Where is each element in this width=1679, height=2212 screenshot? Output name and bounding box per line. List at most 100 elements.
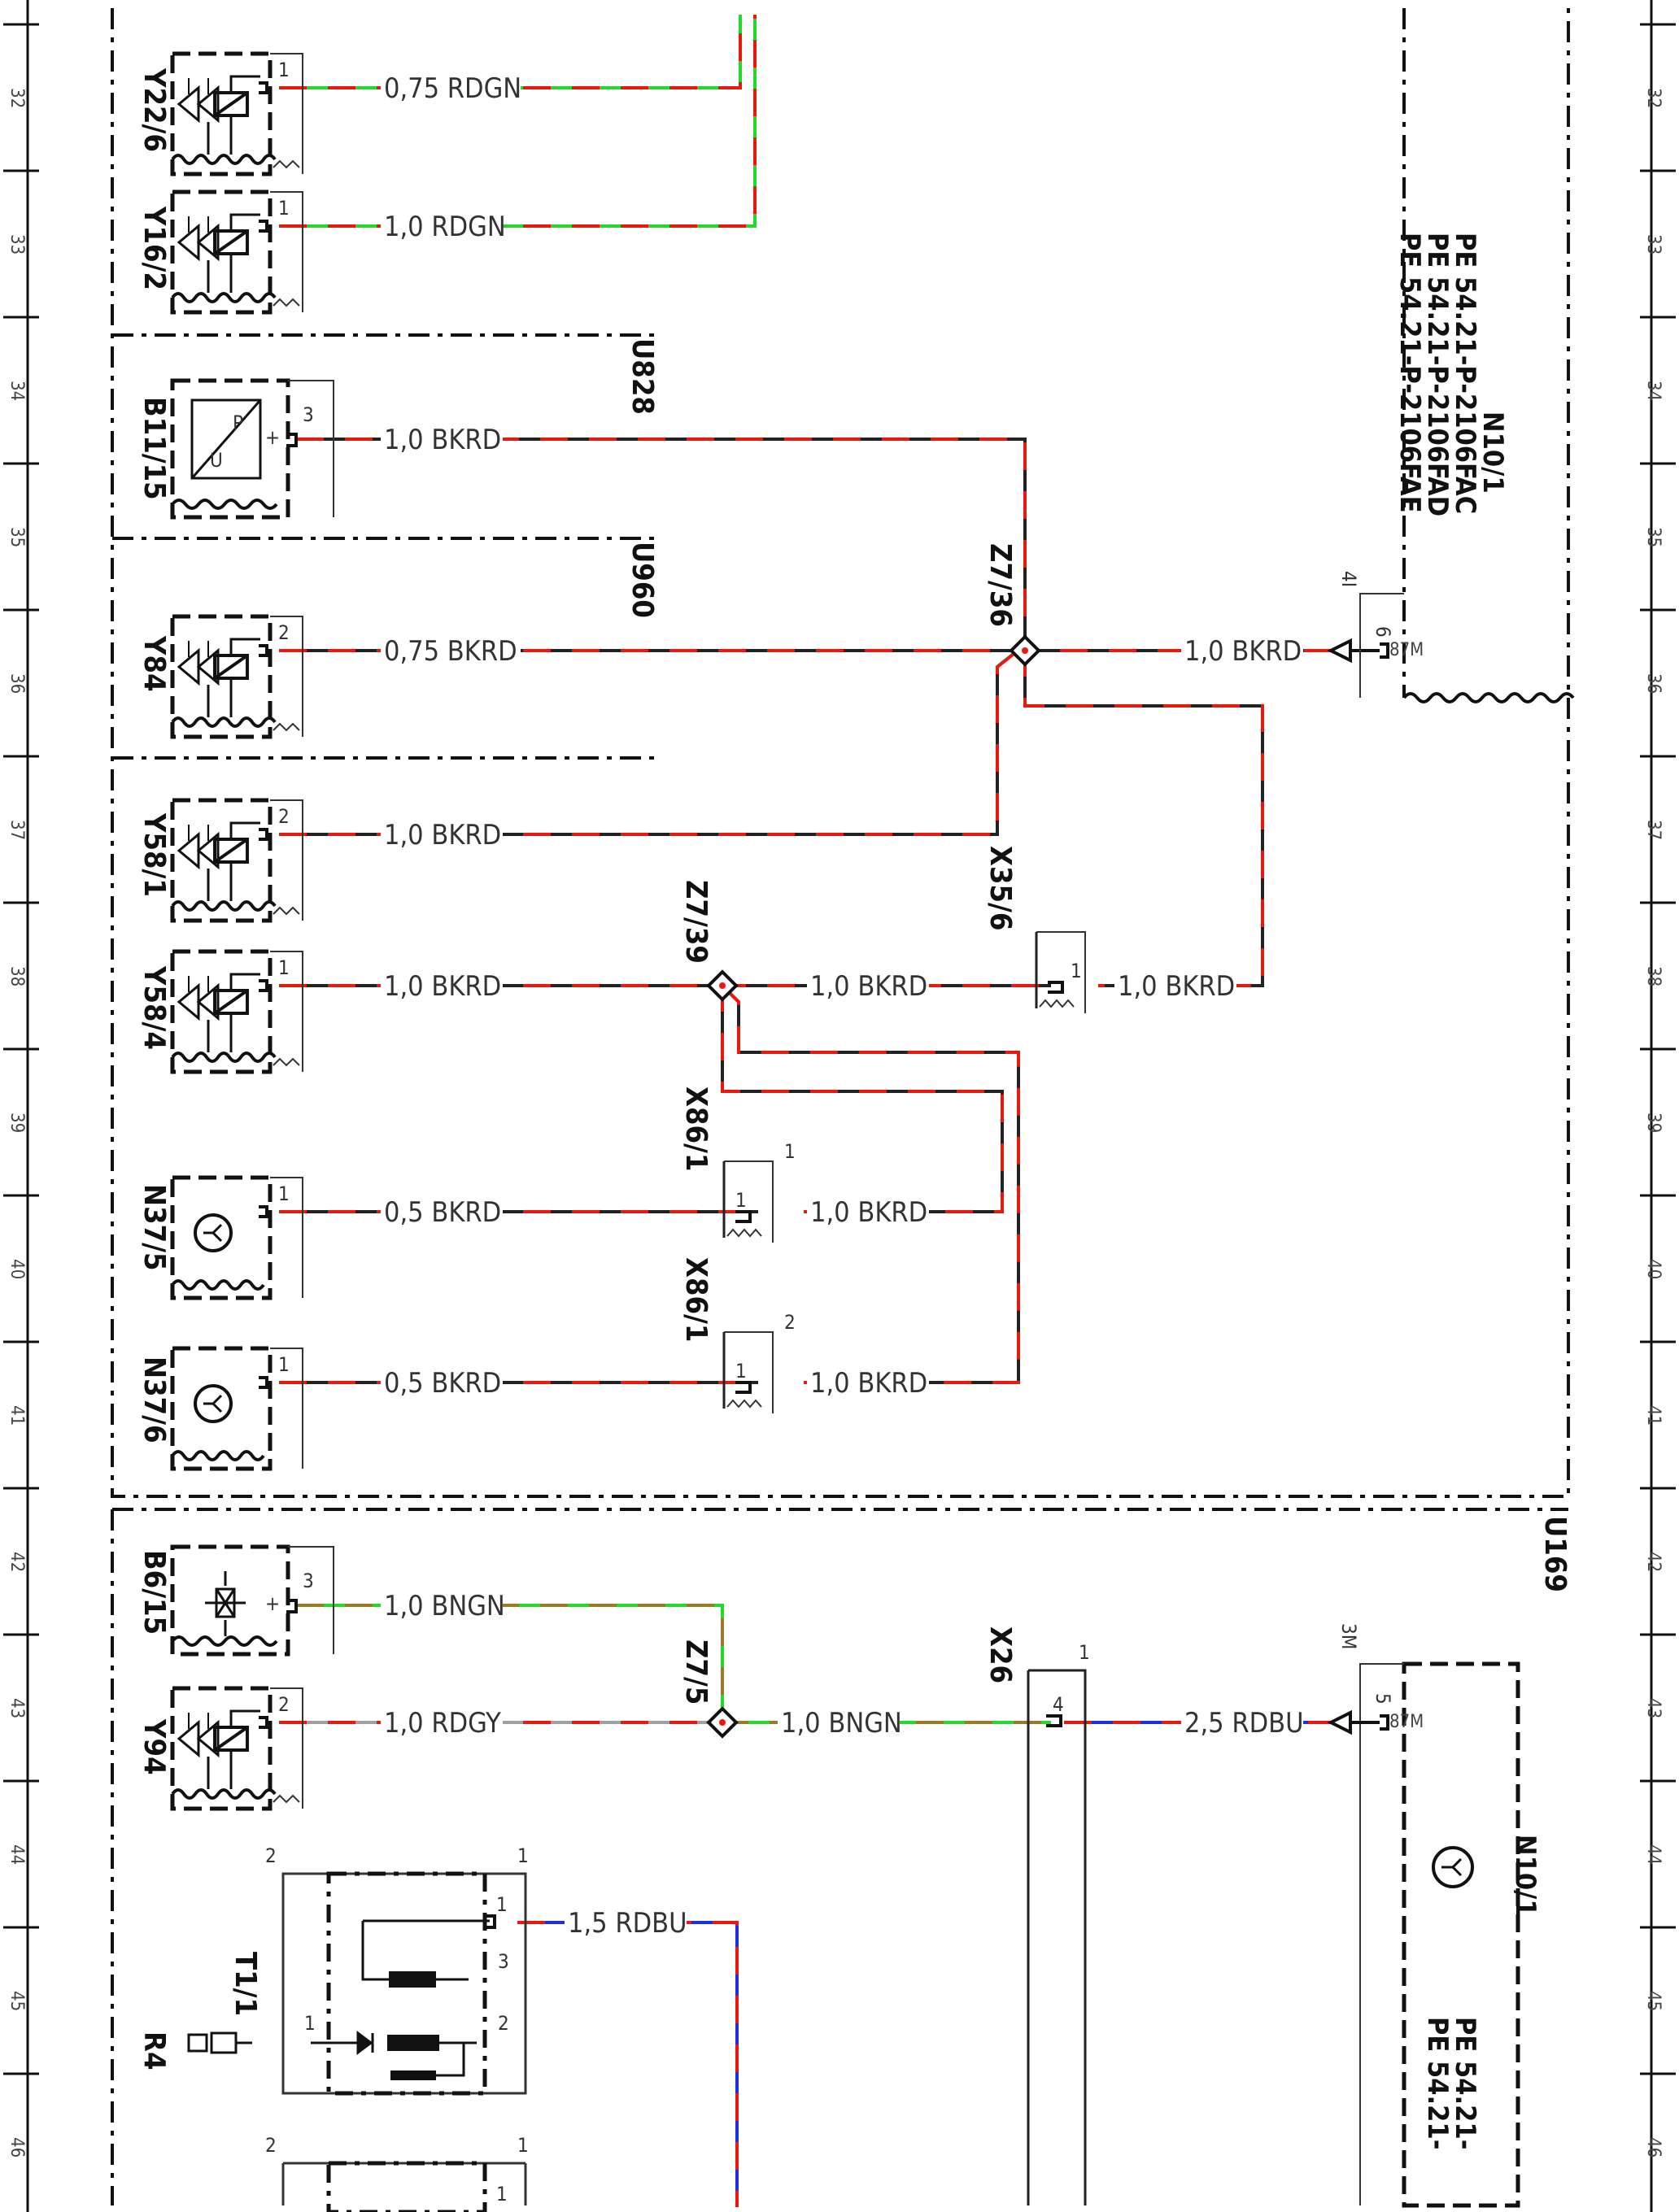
row-number: 32 [1643,88,1664,108]
row-number: 35 [7,527,27,547]
pin-label: 1 [1079,1641,1090,1664]
row-number: 44 [1643,1844,1664,1865]
connector-x86-1-b: X86/1 2 1 [679,1257,796,1415]
component-y84: Y84 2 [137,616,303,737]
splice-z7-36: Z7/36 [983,543,1040,666]
pin-label: 1 [496,2183,508,2205]
wire-label: 1,0 BKRD [810,970,927,1003]
splice-label: Z7/39 [679,880,713,964]
component-n37-5: 1 N37/5 [137,1175,303,1300]
wire-label: 1,0 BKRD [810,1196,927,1229]
wire-label: 2,5 RDBU [1184,1707,1304,1740]
terminal-label: 87M [1389,1712,1424,1732]
pin-label: 1 [278,197,290,220]
wire-label: 1,0 BKRD [1184,635,1302,668]
component-t1-1: 2 1 1 3 2 1 T1/1 [229,1844,529,2096]
pin-label: 4I [1337,571,1360,587]
wire-label: 0,75 RDGN [384,72,521,105]
module-n10-1-top-terminal: 87M 4I 6 [1327,571,1575,703]
wires [279,15,1352,2207]
pin-label: 1 [278,59,290,81]
pin-label: 1 [517,1844,529,1867]
row-number: 42 [7,1552,27,1572]
pin-label: 1 [517,2134,529,2157]
sensor-letter: U [210,449,223,472]
component-label: Y58/4 [137,965,171,1050]
connector-x35-6: X35/6 1 [983,846,1087,1015]
wire-labels: 0,75 RDGN 1,0 RDGN 1,0 BKRD 0,75 BKRD 1,… [381,72,1304,1940]
pin-label: 2 [278,1693,290,1716]
pin-label: 2 [498,2012,509,2035]
component-label: Y58/1 [137,812,171,897]
row-number: 36 [1643,673,1664,694]
component-label: Y84 [137,635,171,692]
row-number: 40 [1643,1259,1664,1279]
pin-label: 3 [303,1570,314,1592]
u-labels: U828 U960 U169 [626,338,1572,1592]
reference-link: PE 54.21-P-2106FAD [1421,233,1454,516]
row-number: 45 [7,1991,27,2011]
row-number: 45 [1643,1991,1664,2011]
pin-label: 1 [1071,960,1082,982]
wire-label: 1,0 BNGN [781,1707,902,1740]
component-label: B6/15 [137,1550,171,1635]
terminal-label: 87M [1389,640,1424,660]
component-label: R4 [137,2031,171,2070]
row-number: 33 [1643,234,1664,255]
row-number: 38 [1643,966,1664,986]
component-label: N10/1 [1509,1835,1542,1917]
connector-x26: X26 1 4 [983,1626,1090,2205]
wire-label: 1,0 BKRD [384,424,501,456]
row-number: 43 [1643,1698,1664,1718]
module-n10-1-top-labels: N10/1 PE 54.21-P-2106FAC PE 54.21-P-2106… [1393,233,1509,516]
pin-label: 6 [1372,626,1394,638]
reference-link: PE 54.21-P-2106FAC [1449,233,1481,514]
wire-label: 1,0 BNGN [384,1590,505,1622]
component-label: B11/15 [137,397,171,500]
pin-label: 1 [278,956,290,979]
row-number: 32 [7,88,27,108]
wire-label: 0,5 BKRD [384,1367,501,1400]
row-number: 33 [7,234,27,255]
pin-label: 2 [784,1311,796,1334]
component-b11-15: P U + 3 B11/15 [137,378,334,520]
component-y22-6: Y22/6 1 [137,54,303,174]
row-number: 34 [1643,381,1664,401]
component-label: Y16/2 [137,206,171,290]
connector-x86-1-a: X86/1 1 1 [679,1086,796,1244]
connector-label: X86/1 [679,1086,713,1171]
wire-label: 1,0 RDGY [384,1707,501,1740]
second-coil-stub: 2 1 1 [265,2134,529,2212]
component-label: N37/6 [137,1356,171,1443]
pin-label: 1 [496,1893,508,1916]
component-label: T1/1 [229,1952,262,2016]
wire-label: 0,75 BKRD [384,635,517,668]
row-number: 42 [1643,1552,1664,1572]
sensor-letter: P [233,411,243,434]
pin-label: 3M [1337,1623,1360,1649]
row-number: 43 [7,1698,27,1718]
row-number: 40 [7,1259,27,1279]
component-label: N10/1 [1476,411,1509,494]
splice-z7-39: Z7/39 [679,880,738,1001]
component-n37-6: 1 N37/6 [137,1346,303,1471]
polarity-label: + [265,426,280,449]
pin-label: 2 [265,2134,277,2157]
connector-label: X35/6 [983,846,1017,930]
reference-link: PE 54.21- [1421,2017,1454,2149]
row-number: 41 [1643,1405,1664,1426]
pin-label: 2 [278,805,290,828]
row-rulers: 3233343536373839404142434445463233343536… [3,0,1676,2212]
row-number: 37 [7,820,27,840]
row-number: 39 [1643,1113,1664,1133]
module-label: U828 [626,338,659,415]
component-y94: Y94 2 [137,1688,303,1809]
wire-label: 1,5 RDBU [568,1907,687,1940]
splice-label: Z7/5 [679,1639,713,1705]
module-borders [111,8,1570,2205]
connector-label: X86/1 [679,1257,713,1342]
pin-label: 1 [784,1140,796,1163]
splice-label: Z7/36 [983,543,1017,627]
row-number: 37 [1643,820,1664,840]
